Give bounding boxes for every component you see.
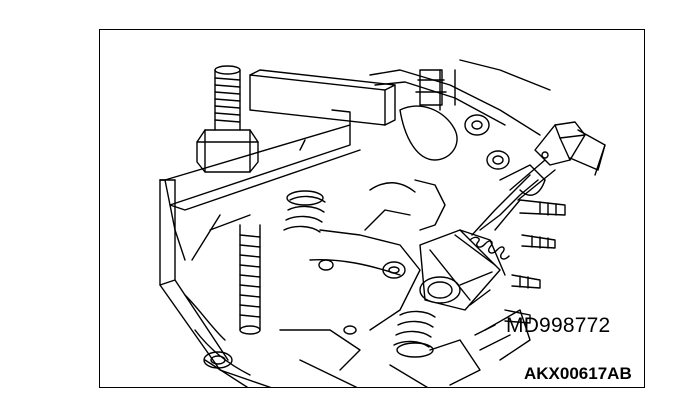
valve-spring-compressor-illustration [100, 30, 645, 388]
cam-housing [370, 60, 550, 195]
left-threaded-rod [197, 66, 258, 172]
tool-number-callout: MD998772 [506, 314, 611, 337]
cylinder-head-body [160, 180, 430, 388]
left-lower-threaded-rod [240, 225, 260, 334]
compressed-spring [394, 311, 435, 357]
compressor-handle [510, 122, 605, 200]
compressor-adapter [420, 230, 505, 310]
figure-frame: MD998772 AKX00617AB [99, 29, 645, 388]
head-bolts [485, 200, 565, 360]
figure-code-label: AKX00617AB [524, 364, 632, 383]
tension-spring [470, 175, 538, 259]
rocker-region [430, 325, 510, 385]
valve-springs [284, 180, 445, 330]
compressor-bracket [160, 70, 395, 260]
